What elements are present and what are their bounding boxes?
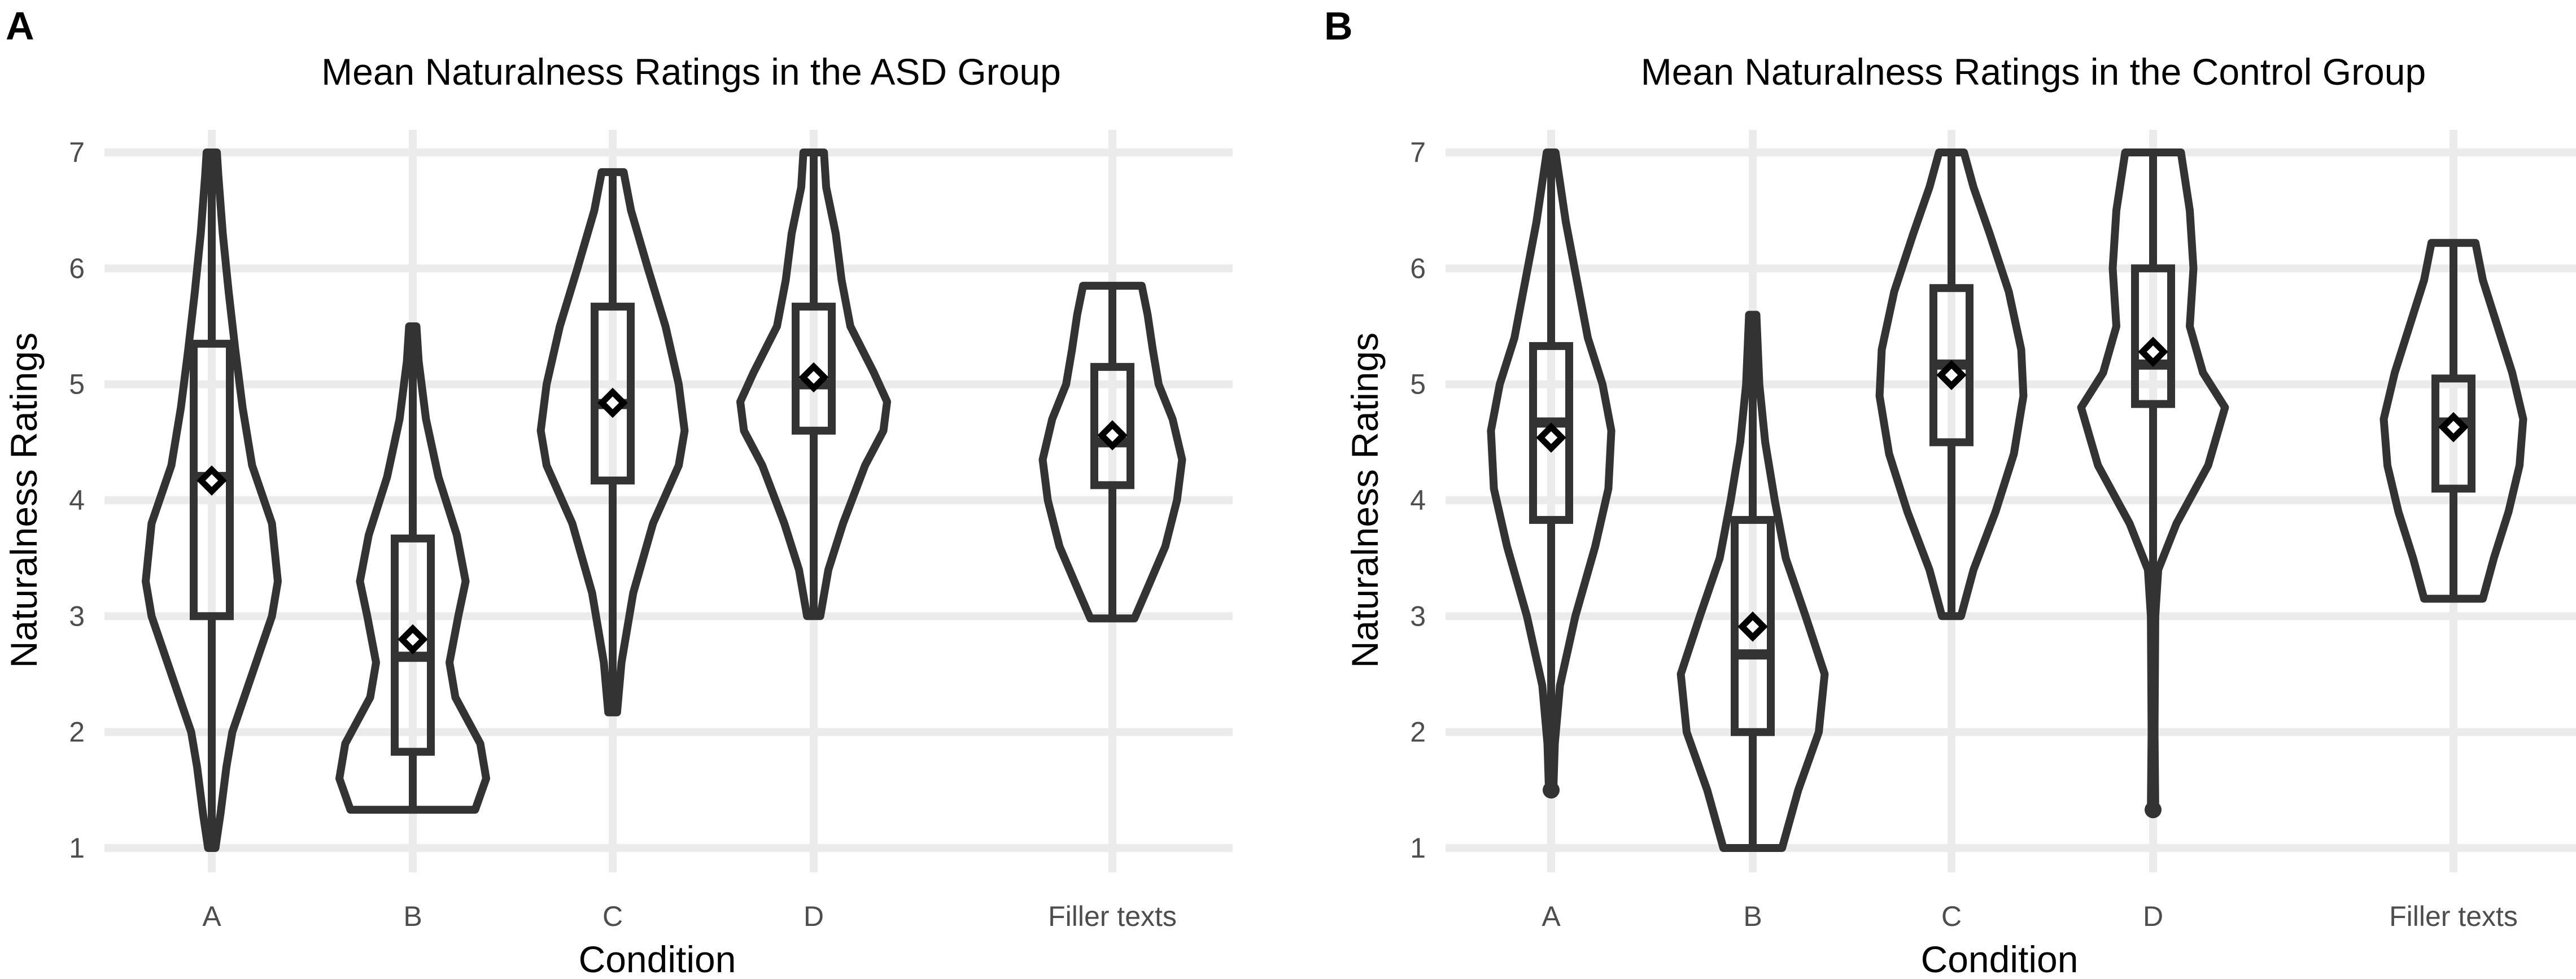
- iqr-box: [391, 534, 435, 756]
- x-tick-label: Filler texts: [1048, 901, 1177, 932]
- plot-title: Mean Naturalness Ratings in the Control …: [1641, 51, 2426, 93]
- violin-shape: [736, 148, 891, 620]
- plot-title: Mean Naturalness Ratings in the ASD Grou…: [321, 51, 1061, 93]
- y-tick-label: 3: [69, 600, 85, 632]
- iqr-box: [591, 303, 635, 485]
- violin-shape: [2077, 148, 2229, 814]
- violin-shape: [1875, 148, 2028, 620]
- y-axis-title: Naturalness Ratings: [1344, 333, 1386, 668]
- mean-marker: [2138, 336, 2168, 367]
- mean-marker: [1536, 422, 1566, 453]
- x-axis-title: Condition: [579, 938, 736, 979]
- violin-b: [1676, 311, 1829, 852]
- violin-shape: [142, 148, 282, 852]
- y-axis-title: Naturalness Ratings: [3, 333, 45, 668]
- grid: [1446, 130, 2576, 872]
- iqr-box: [2431, 374, 2475, 493]
- y-tick-label: 4: [69, 484, 85, 516]
- violin-shape: [2379, 239, 2527, 603]
- violin-filler-texts: [1038, 282, 1186, 623]
- y-tick-label: 7: [1410, 137, 1426, 168]
- violin-c: [536, 168, 689, 716]
- mean-marker: [798, 362, 829, 393]
- mean-marker: [1737, 611, 1768, 642]
- panel-a: A Mean Naturalness Ratings in the ASD Gro…: [3, 4, 1233, 979]
- outlier-point: [1543, 781, 1560, 799]
- iqr-box: [1090, 362, 1134, 489]
- iqr-box: [792, 303, 836, 435]
- x-tick-label: C: [1941, 901, 1962, 932]
- y-tick-label: 6: [1410, 252, 1426, 284]
- iqr-box: [1731, 515, 1775, 736]
- mean-marker: [2438, 412, 2469, 443]
- x-tick-label: B: [1743, 901, 1762, 932]
- violin-shape: [1487, 148, 1616, 794]
- violin-filler-texts: [2379, 239, 2527, 603]
- y-tick-label: 5: [69, 369, 85, 400]
- iqr-box: [1529, 342, 1573, 524]
- x-tick-label: D: [804, 901, 824, 932]
- panel-b: B Mean Naturalness Ratings in the Control…: [1324, 4, 2576, 979]
- x-axis-title: Condition: [1921, 938, 2079, 979]
- x-tick-label: A: [1542, 901, 1561, 932]
- violin-a: [142, 148, 282, 852]
- y-tick-label: 1: [69, 832, 85, 864]
- violin-c: [1875, 148, 2028, 620]
- panel-tag: B: [1324, 4, 1353, 48]
- violin-shape: [536, 168, 689, 716]
- outlier-point: [2145, 801, 2162, 819]
- y-tick-label: 2: [1410, 716, 1426, 748]
- panel-tag: A: [6, 4, 34, 48]
- mean-marker: [1936, 360, 1967, 391]
- x-tick-label: C: [602, 901, 623, 932]
- violin-a: [1487, 148, 1616, 799]
- y-tick-label: 1: [1410, 832, 1426, 864]
- y-tick-label: 2: [69, 716, 85, 748]
- x-tick-label: D: [2143, 901, 2163, 932]
- x-tick-label: A: [202, 901, 221, 932]
- grid: [104, 130, 1233, 872]
- mean-marker: [197, 465, 227, 496]
- mean-marker: [1097, 420, 1128, 451]
- y-tick-label: 5: [1410, 369, 1426, 400]
- violin-d: [736, 148, 891, 620]
- x-tick-label: Filler texts: [2389, 901, 2518, 932]
- violin-shape: [1038, 282, 1186, 623]
- y-tick-label: 4: [1410, 484, 1426, 516]
- mean-marker: [597, 387, 628, 418]
- y-tick-label: 3: [1410, 600, 1426, 632]
- violin-b: [335, 322, 490, 814]
- x-tick-label: B: [403, 901, 422, 932]
- violin-d: [2077, 148, 2229, 819]
- y-tick-label: 7: [69, 137, 85, 168]
- y-tick-label: 6: [69, 252, 85, 284]
- iqr-box: [2131, 264, 2175, 408]
- mean-marker: [398, 624, 428, 655]
